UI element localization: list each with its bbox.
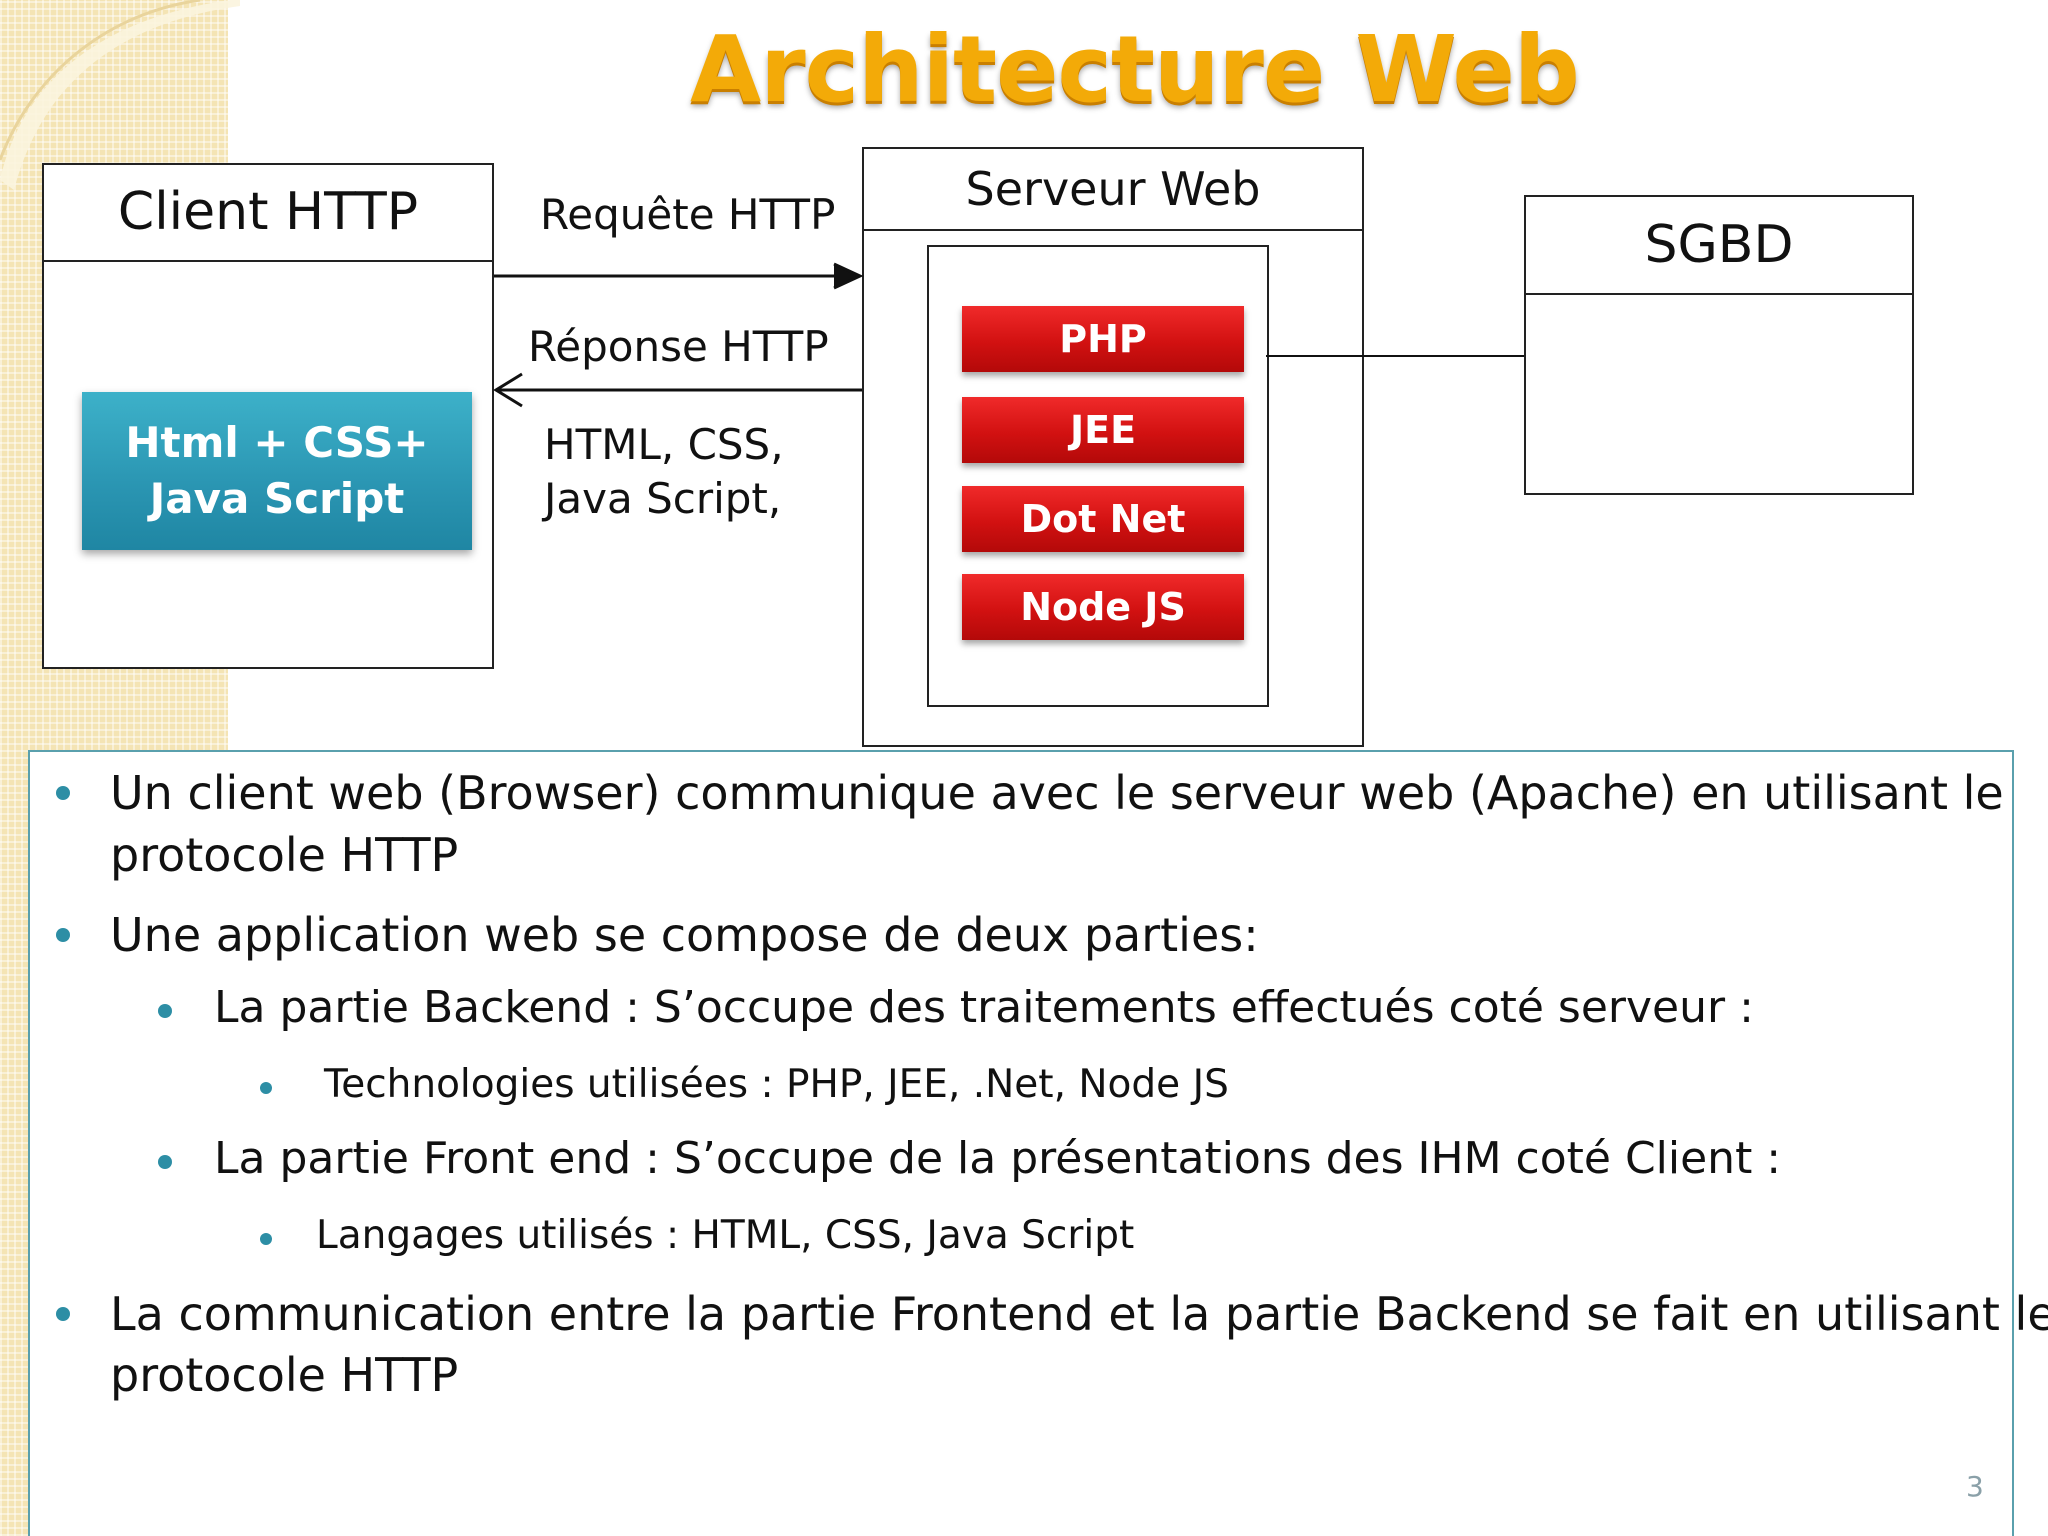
request-arrow [494, 262, 864, 290]
response-content-line-2: Java Script, [544, 474, 782, 523]
bullet-dot [56, 928, 70, 942]
tech-php: PHP [962, 306, 1244, 372]
response-content-line-1: HTML, CSS, [544, 420, 784, 469]
bullet-2-1-1-technologies: Technologies utilisées : PHP, JEE, .Net,… [324, 1062, 1229, 1107]
bullet-2: Une application web se compose de deux p… [110, 908, 1259, 962]
tech-nodejs: Node JS [962, 574, 1244, 640]
frontend-technologies-card: Html + CSS+ Java Script [82, 392, 472, 550]
client-http-label: Client HTTP [44, 165, 492, 262]
bullet-2-1-backend: La partie Backend : S’occupe des traitem… [214, 982, 1754, 1033]
slide-title: Architecture Web [690, 16, 1580, 123]
tech-dotnet: Dot Net [962, 486, 1244, 552]
response-label: Réponse HTTP [528, 322, 829, 371]
tech-jee: JEE [962, 397, 1244, 463]
bullet-1-line-2: protocole HTTP [110, 828, 459, 882]
bullet-2-2-frontend: La partie Front end : S’occupe de la pré… [214, 1133, 1782, 1184]
frontend-line-1: Html + CSS+ [125, 418, 429, 467]
bullet-2-2-1-languages: Langages utilisés : HTML, CSS, Java Scri… [316, 1213, 1135, 1258]
bullet-dot [56, 1307, 70, 1321]
bullet-dot [260, 1233, 272, 1245]
bullet-dot [260, 1082, 272, 1094]
frontend-line-2: Java Script [149, 474, 405, 523]
bullet-text-box [28, 750, 2014, 1536]
bullet-dot [56, 786, 70, 800]
sgbd-label: SGBD [1526, 197, 1912, 295]
page-number: 3 [1966, 1470, 1984, 1503]
web-server-label: Serveur Web [864, 149, 1362, 231]
bullet-1-line-1: Un client web (Browser) communique avec … [110, 766, 2004, 820]
bullet-dot [158, 1155, 172, 1169]
request-label: Requête HTTP [540, 190, 836, 239]
corner-swoosh [0, 0, 240, 190]
sgbd-box: SGBD [1524, 195, 1914, 495]
bullet-3-line-2: protocole HTTP [110, 1348, 459, 1402]
server-inner-container [927, 245, 1269, 707]
response-arrow [493, 372, 862, 408]
bullet-dot [158, 1004, 172, 1018]
bullet-3-line-1: La communication entre la partie Fronten… [110, 1287, 2048, 1341]
